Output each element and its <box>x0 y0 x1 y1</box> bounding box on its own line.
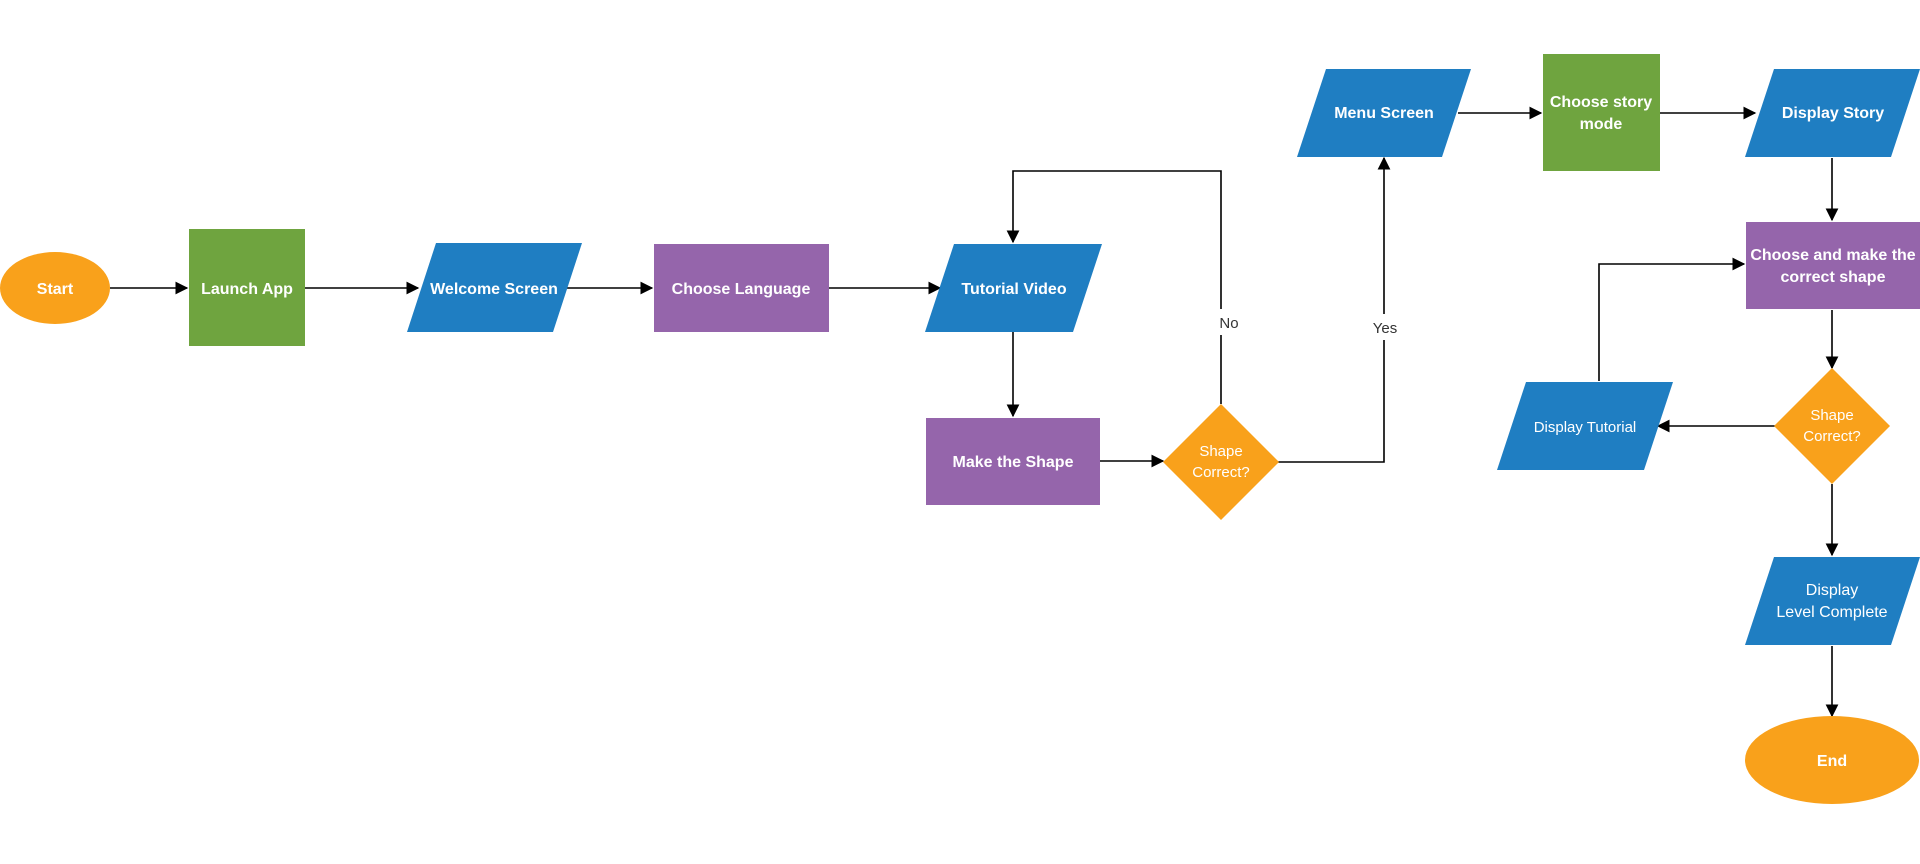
choose-language-label: Choose Language <box>672 281 811 298</box>
edge-label-yes: Yes <box>1373 320 1397 337</box>
display-level-complete-label-line1: Display <box>1806 582 1858 599</box>
display-tutorial-label: Display Tutorial <box>1534 419 1637 436</box>
node-choose-and-make-correct-shape[interactable]: Choose and make the correct shape <box>1746 222 1920 309</box>
edges <box>110 106 1839 718</box>
node-end[interactable]: End <box>1745 716 1919 804</box>
shape-correct-1-shape <box>1163 404 1279 520</box>
welcome-screen-label: Welcome Screen <box>430 281 558 298</box>
choose-make-label-line1: Choose and make the <box>1750 247 1915 264</box>
choose-language-shape <box>654 244 829 332</box>
shape-correct-2-label-line1: Shape <box>1810 407 1853 424</box>
welcome-screen-shape <box>407 243 582 332</box>
choose-make-shape <box>1746 222 1920 309</box>
node-shape-correct-1[interactable]: Shape Correct? <box>1163 404 1279 520</box>
node-tutorial-video[interactable]: Tutorial Video <box>925 244 1102 332</box>
shape-correct-1-label-line2: Correct? <box>1192 464 1250 481</box>
edge-label-no: No <box>1219 315 1238 332</box>
start-shape <box>0 252 110 324</box>
display-level-complete-shape <box>1745 557 1920 645</box>
make-shape-shape <box>926 418 1100 505</box>
node-choose-language[interactable]: Choose Language <box>654 244 829 332</box>
display-level-complete-label-line2: Level Complete <box>1776 604 1887 621</box>
display-story-label: Display Story <box>1782 105 1884 122</box>
node-make-the-shape[interactable]: Make the Shape <box>926 418 1100 505</box>
edge-display-tutorial-choose-make <box>1598 257 1746 381</box>
choose-story-label-line1: Choose story <box>1550 94 1652 111</box>
node-display-tutorial[interactable]: Display Tutorial <box>1497 382 1673 470</box>
node-display-level-complete[interactable]: Display Level Complete <box>1745 557 1920 645</box>
shape-correct-1-label-line1: Shape <box>1199 443 1242 460</box>
tutorial-video-label: Tutorial Video <box>961 281 1066 298</box>
make-shape-label: Make the Shape <box>953 454 1074 471</box>
node-shape-correct-2[interactable]: Shape Correct? <box>1774 368 1890 484</box>
node-menu-screen[interactable]: Menu Screen <box>1297 69 1471 157</box>
choose-story-shape <box>1543 54 1660 171</box>
launch-app-label: Launch App <box>201 281 293 298</box>
edge-shape-correct-1-yes <box>1278 156 1391 463</box>
choose-make-label-line2: correct shape <box>1781 269 1886 286</box>
tutorial-video-shape <box>925 244 1102 332</box>
node-display-story[interactable]: Display Story <box>1745 69 1920 157</box>
node-welcome-screen[interactable]: Welcome Screen <box>407 243 582 332</box>
start-label: Start <box>37 281 74 298</box>
node-launch-app[interactable]: Launch App <box>189 229 305 346</box>
display-tutorial-shape <box>1497 382 1673 470</box>
choose-story-label-line2: mode <box>1580 116 1623 133</box>
shape-correct-2-label-line2: Correct? <box>1803 428 1861 445</box>
shape-correct-2-shape <box>1774 368 1890 484</box>
launch-app-shape <box>189 229 305 346</box>
menu-screen-label: Menu Screen <box>1334 105 1434 122</box>
end-shape <box>1745 716 1919 804</box>
menu-screen-shape <box>1297 69 1471 157</box>
edge-shape-correct-1-no <box>1006 170 1222 404</box>
display-story-shape <box>1745 69 1920 157</box>
node-choose-story-mode[interactable]: Choose story mode <box>1543 54 1660 171</box>
end-label: End <box>1817 753 1847 770</box>
node-start[interactable]: Start <box>0 252 110 324</box>
